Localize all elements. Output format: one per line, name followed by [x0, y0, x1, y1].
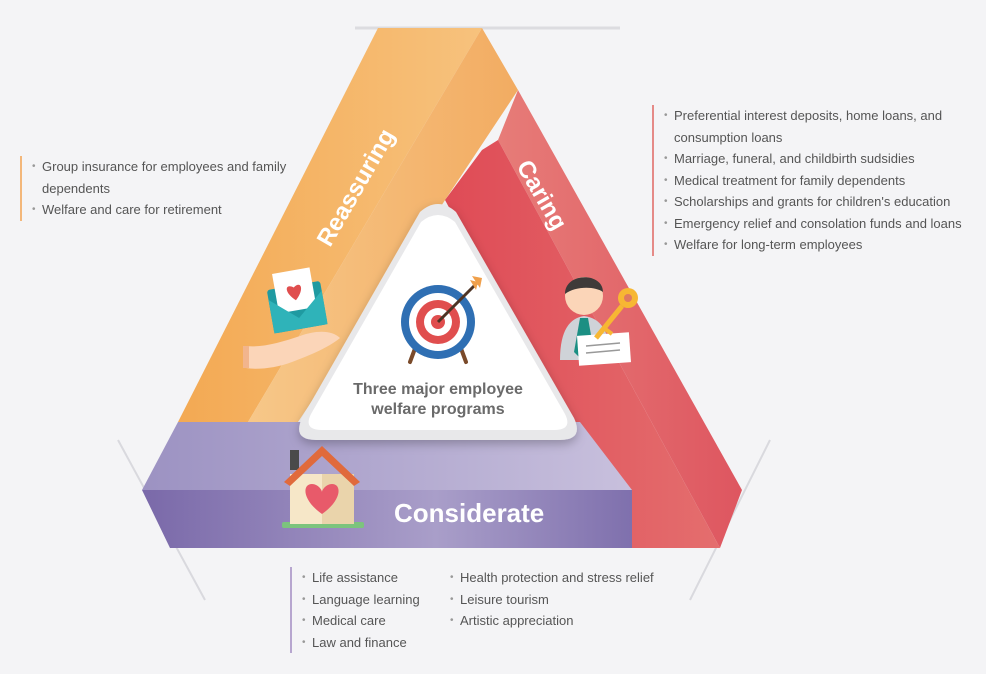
center-title-line-1: Three major employee [353, 381, 523, 398]
reassuring-list: Group insurance for employees and family… [20, 156, 302, 221]
list-item: Group insurance for employees and family… [32, 156, 302, 199]
list-item: Welfare and care for retirement [32, 199, 302, 221]
list-item: Welfare for long-term employees [664, 234, 984, 256]
considerate-band [142, 490, 632, 548]
center-title-line-2: welfare programs [371, 401, 505, 418]
list-item: Medical treatment for family dependents [664, 170, 984, 192]
list-item: Artistic appreciation [450, 610, 690, 632]
considerate-list-left: Life assistance Language learning Medica… [290, 567, 442, 653]
list-item: Scholarships and grants for children's e… [664, 191, 984, 213]
center-title: Three major employee welfare programs [330, 380, 546, 420]
caring-list: Preferential interest deposits, home loa… [652, 105, 984, 256]
person-key-icon [560, 277, 638, 366]
list-item: Preferential interest deposits, home loa… [664, 105, 944, 148]
considerate-list-right: Health protection and stress relief Leis… [440, 567, 690, 632]
reassuring-band [178, 28, 482, 422]
list-item: Emergency relief and consolation funds a… [664, 213, 984, 235]
list-item: Health protection and stress relief [450, 567, 690, 589]
list-item: Language learning [302, 589, 442, 611]
list-item: Marriage, funeral, and childbirth sudsid… [664, 148, 984, 170]
considerate-label: Considerate [394, 498, 544, 528]
house-heart-icon [282, 446, 364, 528]
open-hand-icon [243, 331, 340, 369]
envelope-heart-icon [267, 267, 328, 334]
list-item: Life assistance [302, 567, 442, 589]
list-item: Law and finance [302, 632, 442, 654]
caring-band-outer [498, 90, 742, 548]
target-icon [401, 276, 482, 364]
list-item: Medical care [302, 610, 442, 632]
list-item: Leisure tourism [450, 589, 690, 611]
